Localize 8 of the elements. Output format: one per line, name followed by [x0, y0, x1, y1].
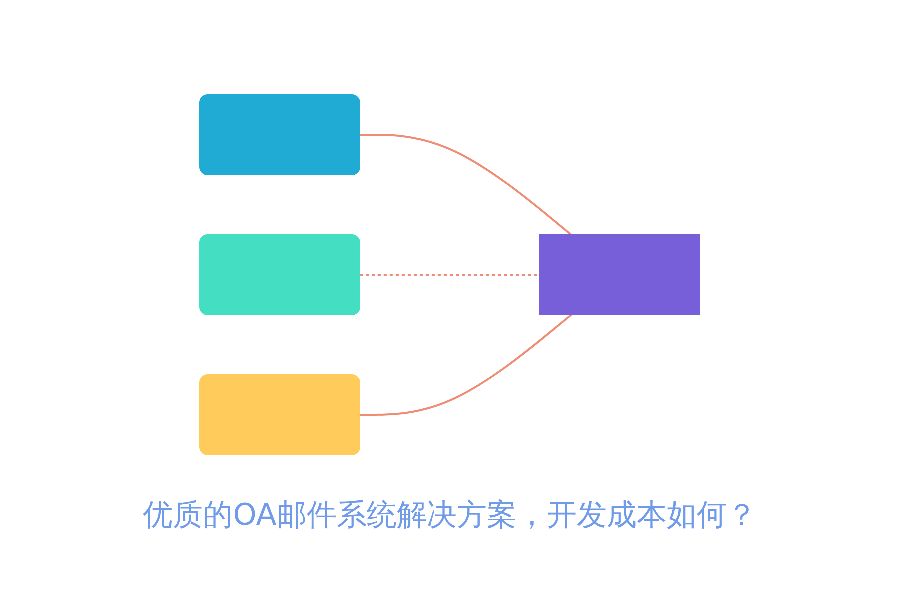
node-box	[540, 234, 700, 315]
node-box	[200, 234, 360, 315]
title: 优质的OA邮件系统解决方案，开发成本如何？	[143, 496, 757, 534]
connector	[360, 274, 540, 276]
node-box	[200, 94, 360, 175]
connector	[360, 134, 572, 236]
node-box	[200, 374, 360, 455]
connector	[360, 314, 572, 416]
